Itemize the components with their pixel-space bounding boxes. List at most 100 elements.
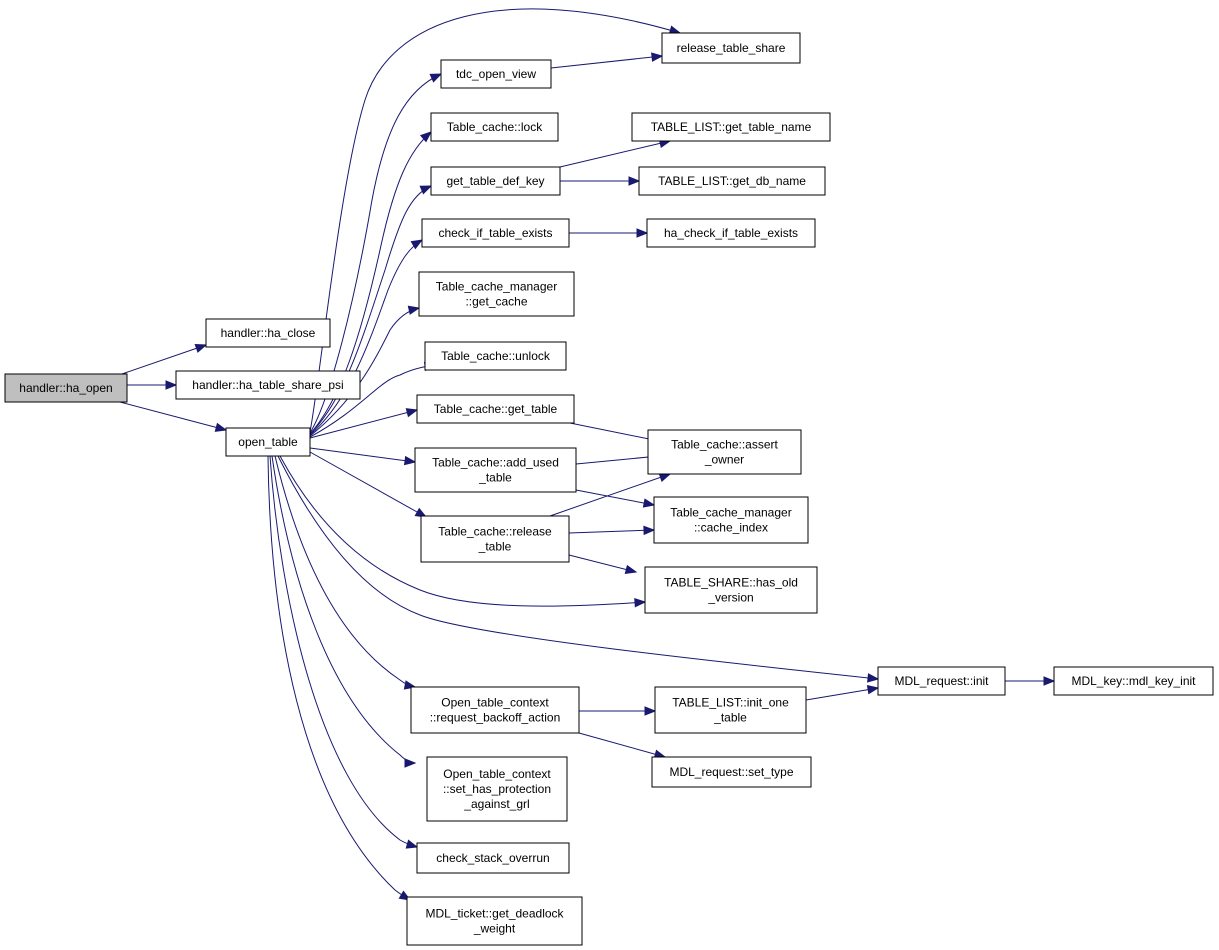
node-ha-close[interactable]: handler::ha_close	[205, 318, 331, 348]
edge-get_table_def_key-to-get_db_name	[560, 176, 641, 186]
node-label: ha_check_if_table_exists	[664, 226, 798, 240]
node-check-stack-overrun[interactable]: check_stack_overrun	[416, 842, 570, 874]
node-box[interactable]	[418, 271, 575, 317]
node-ha-table-share-psi[interactable]: handler::ha_table_share_psi	[175, 370, 361, 400]
node-tdc-open-view[interactable]: tdc_open_view	[440, 59, 552, 89]
node-mdl-request-init[interactable]: MDL_request::init	[877, 666, 1006, 696]
node-label: Table_cache_manager	[436, 280, 557, 294]
node-label: handler::ha_close	[221, 326, 316, 340]
arrowhead	[405, 839, 419, 849]
node-box[interactable]	[406, 896, 583, 946]
arrowhead	[866, 685, 880, 695]
edge-line	[568, 554, 637, 573]
edge-open_table-to-mdl_request_init	[277, 455, 880, 683]
node-get-db-name[interactable]: TABLE_LIST::get_db_name	[638, 166, 826, 196]
node-ha-open[interactable]: handler::ha_open	[4, 373, 128, 403]
node-tcm-get-cache[interactable]: Table_cache_manager::get_cache	[418, 271, 575, 317]
node-tc-add-used-table[interactable]: Table_cache::add_used_table	[414, 447, 577, 493]
edge-open_table-to-tcm_get_cache	[309, 305, 421, 437]
node-box[interactable]	[420, 515, 570, 563]
node-check-if-table-exists[interactable]: check_if_table_exists	[421, 218, 570, 248]
node-has-old-version[interactable]: TABLE_SHARE::has_old_version	[644, 566, 818, 614]
node-box[interactable]	[877, 666, 1006, 696]
node-box[interactable]	[4, 373, 128, 403]
node-get-deadlock-weight[interactable]: MDL_ticket::get_deadlock_weight	[406, 896, 583, 946]
node-init-one-table[interactable]: TABLE_LIST::init_one_table	[654, 686, 807, 734]
arrowhead	[194, 343, 208, 353]
node-box[interactable]	[426, 756, 568, 822]
arrowhead	[1043, 676, 1056, 686]
node-box[interactable]	[1053, 666, 1214, 696]
node-label: _table	[713, 711, 747, 725]
node-tcm-cache-index[interactable]: Table_cache_manager::cache_index	[653, 496, 809, 544]
node-tc-release-table[interactable]: Table_cache::release_table	[420, 515, 570, 563]
node-label: Table_cache::lock	[447, 120, 543, 134]
arrowhead	[643, 525, 656, 536]
node-box[interactable]	[644, 566, 818, 614]
node-mdl-key-init[interactable]: MDL_key::mdl_key_init	[1053, 666, 1214, 696]
node-box[interactable]	[175, 370, 361, 400]
node-tc-assert-owner[interactable]: Table_cache::assert_owner	[647, 429, 802, 475]
node-box[interactable]	[416, 842, 570, 874]
node-get-table-def-key[interactable]: get_table_def_key	[430, 166, 561, 196]
node-box[interactable]	[414, 447, 577, 493]
edge-ha_open-to-ha_table_share_psi	[127, 380, 178, 390]
node-label: ::get_cache	[465, 295, 527, 309]
node-box[interactable]	[416, 394, 575, 424]
node-label: _weight	[473, 922, 516, 936]
node-box[interactable]	[205, 318, 331, 348]
node-label: _owner	[704, 453, 744, 467]
arrowhead	[214, 422, 228, 432]
node-label: _against_grl	[463, 797, 529, 811]
node-tc-unlock[interactable]: Table_cache::unlock	[424, 341, 567, 371]
arrowhead	[642, 498, 656, 508]
node-box[interactable]	[225, 427, 311, 457]
node-label: Table_cache_manager	[670, 506, 791, 520]
node-box[interactable]	[440, 59, 552, 89]
arrowhead	[644, 706, 657, 716]
node-label: handler::ha_open	[19, 381, 112, 395]
node-label: handler::ha_table_share_psi	[192, 378, 343, 392]
node-label: TABLE_LIST::get_table_name	[651, 120, 812, 134]
edge-request_backoff_action-to-init_one_table	[579, 706, 657, 716]
edge-line	[277, 455, 879, 680]
edge-line	[575, 455, 660, 465]
node-box[interactable]	[430, 166, 561, 196]
edge-ha_open-to-ha_close	[121, 343, 208, 375]
node-set-has-protection[interactable]: Open_table_context::set_has_protection_a…	[426, 756, 568, 822]
node-tc-lock[interactable]: Table_cache::lock	[430, 112, 559, 142]
node-box[interactable]	[421, 218, 570, 248]
node-label: tdc_open_view	[456, 67, 536, 81]
node-box[interactable]	[654, 686, 807, 734]
node-box[interactable]	[653, 496, 809, 544]
arrowhead	[419, 185, 433, 195]
node-label: MDL_ticket::get_deadlock	[425, 907, 564, 921]
node-box[interactable]	[424, 341, 567, 371]
edges-layer	[119, 8, 1056, 901]
node-label: Table_cache::unlock	[441, 349, 551, 363]
node-tc-get-table[interactable]: Table_cache::get_table	[416, 394, 575, 424]
node-release-table-share[interactable]: release_table_share	[661, 32, 801, 64]
node-ha-check-if-table-exists[interactable]: ha_check_if_table_exists	[646, 218, 816, 248]
node-box[interactable]	[661, 32, 801, 64]
edge-ha_open-to-open_table	[119, 401, 228, 432]
edge-line	[269, 455, 418, 848]
edge-check_if_table_exists-to-ha_check_if_table_exists	[569, 228, 649, 238]
node-box[interactable]	[646, 218, 816, 248]
node-open-table[interactable]: open_table	[225, 427, 311, 457]
node-request-backoff-action[interactable]: Open_table_context::request_backoff_acti…	[410, 686, 580, 734]
node-label: _table	[478, 471, 512, 485]
arrowhead	[404, 758, 417, 768]
node-mdl-set-type[interactable]: MDL_request::set_type	[651, 756, 812, 788]
node-box[interactable]	[647, 429, 802, 475]
node-box[interactable]	[638, 166, 826, 196]
node-get-table-name[interactable]: TABLE_LIST::get_table_name	[631, 112, 831, 142]
edge-open_table-to-tc_lock	[309, 131, 433, 435]
node-box[interactable]	[631, 112, 831, 142]
node-box[interactable]	[430, 112, 559, 142]
node-box[interactable]	[651, 756, 812, 788]
arrowhead	[867, 673, 880, 683]
node-box[interactable]	[410, 686, 580, 734]
arrowhead	[165, 380, 178, 390]
